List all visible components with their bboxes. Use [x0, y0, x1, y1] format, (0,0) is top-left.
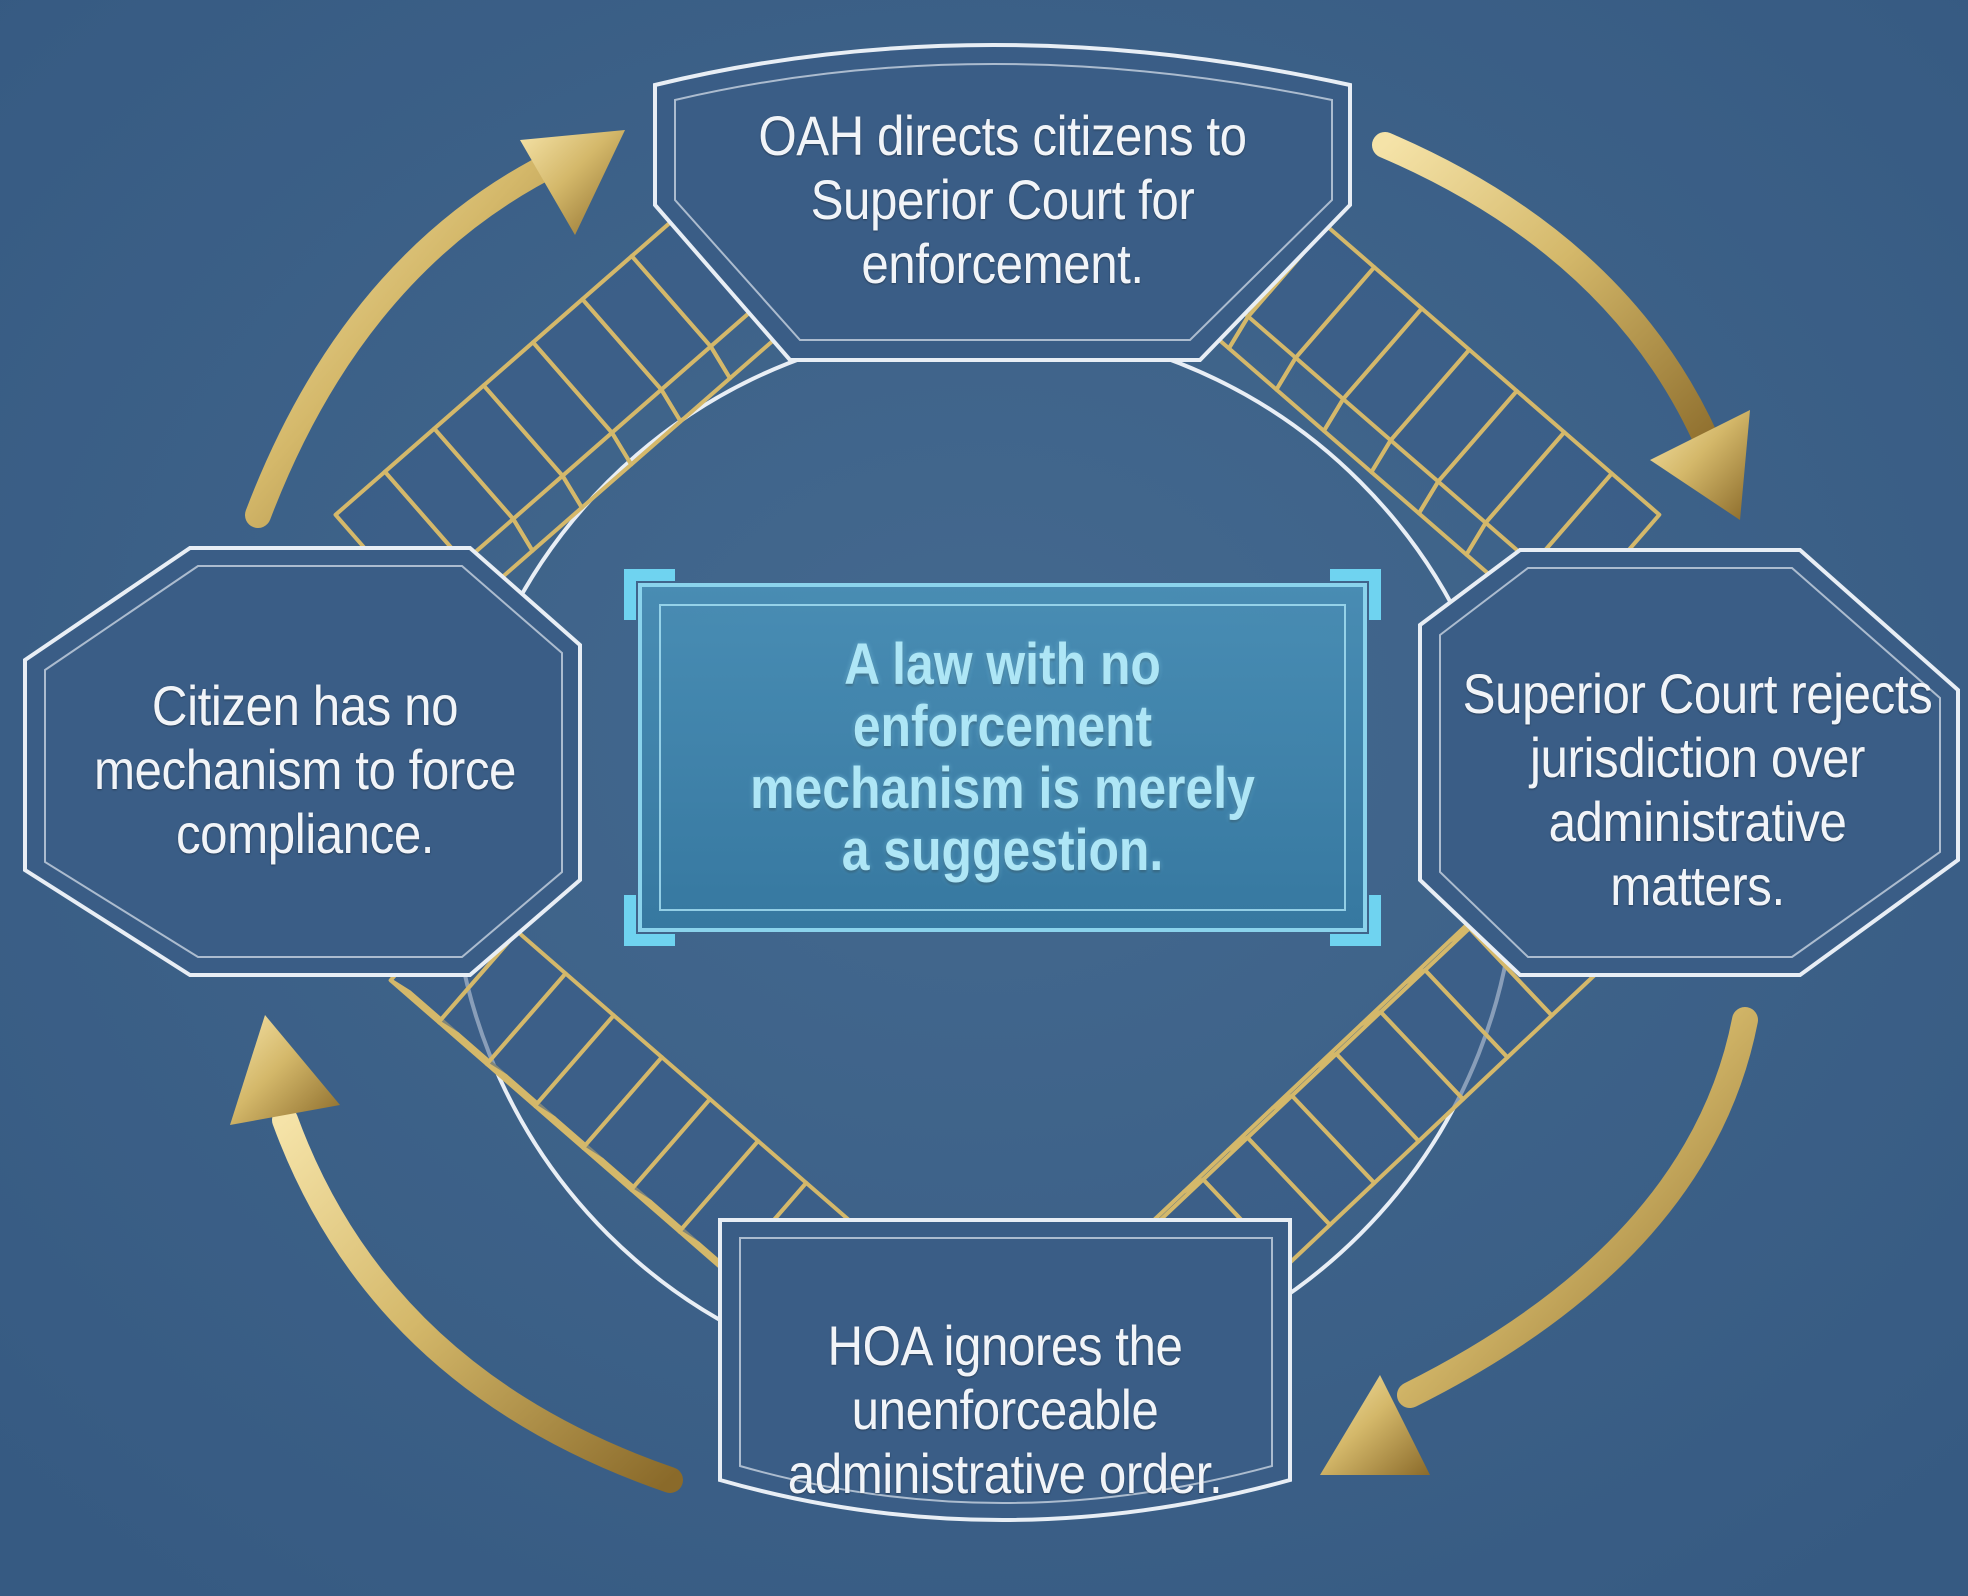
node-right-label: Superior Court rejects jurisdiction over…	[1462, 662, 1933, 917]
center-statement: A law with no enforcement mechanism is m…	[750, 631, 1255, 883]
node-left-shape	[23, 546, 582, 977]
arrow-bottom-right-icon	[1320, 1007, 1758, 1475]
arrow-top-left-icon	[245, 130, 625, 528]
node-bottom-label: HOA ignores the unenforceable administra…	[787, 1314, 1223, 1505]
node-top-shape	[653, 43, 1352, 362]
arrow-top-right-icon	[1372, 132, 1750, 520]
node-left-label: Citizen has no mechanism to force compli…	[93, 674, 517, 865]
center-box	[624, 569, 1381, 946]
node-right-shape	[1418, 548, 1960, 977]
node-top-label: OAH directs citizens to Superior Court f…	[758, 104, 1247, 295]
node-bottom-shape	[718, 1218, 1292, 1522]
arrow-bottom-left-icon	[230, 1015, 683, 1493]
